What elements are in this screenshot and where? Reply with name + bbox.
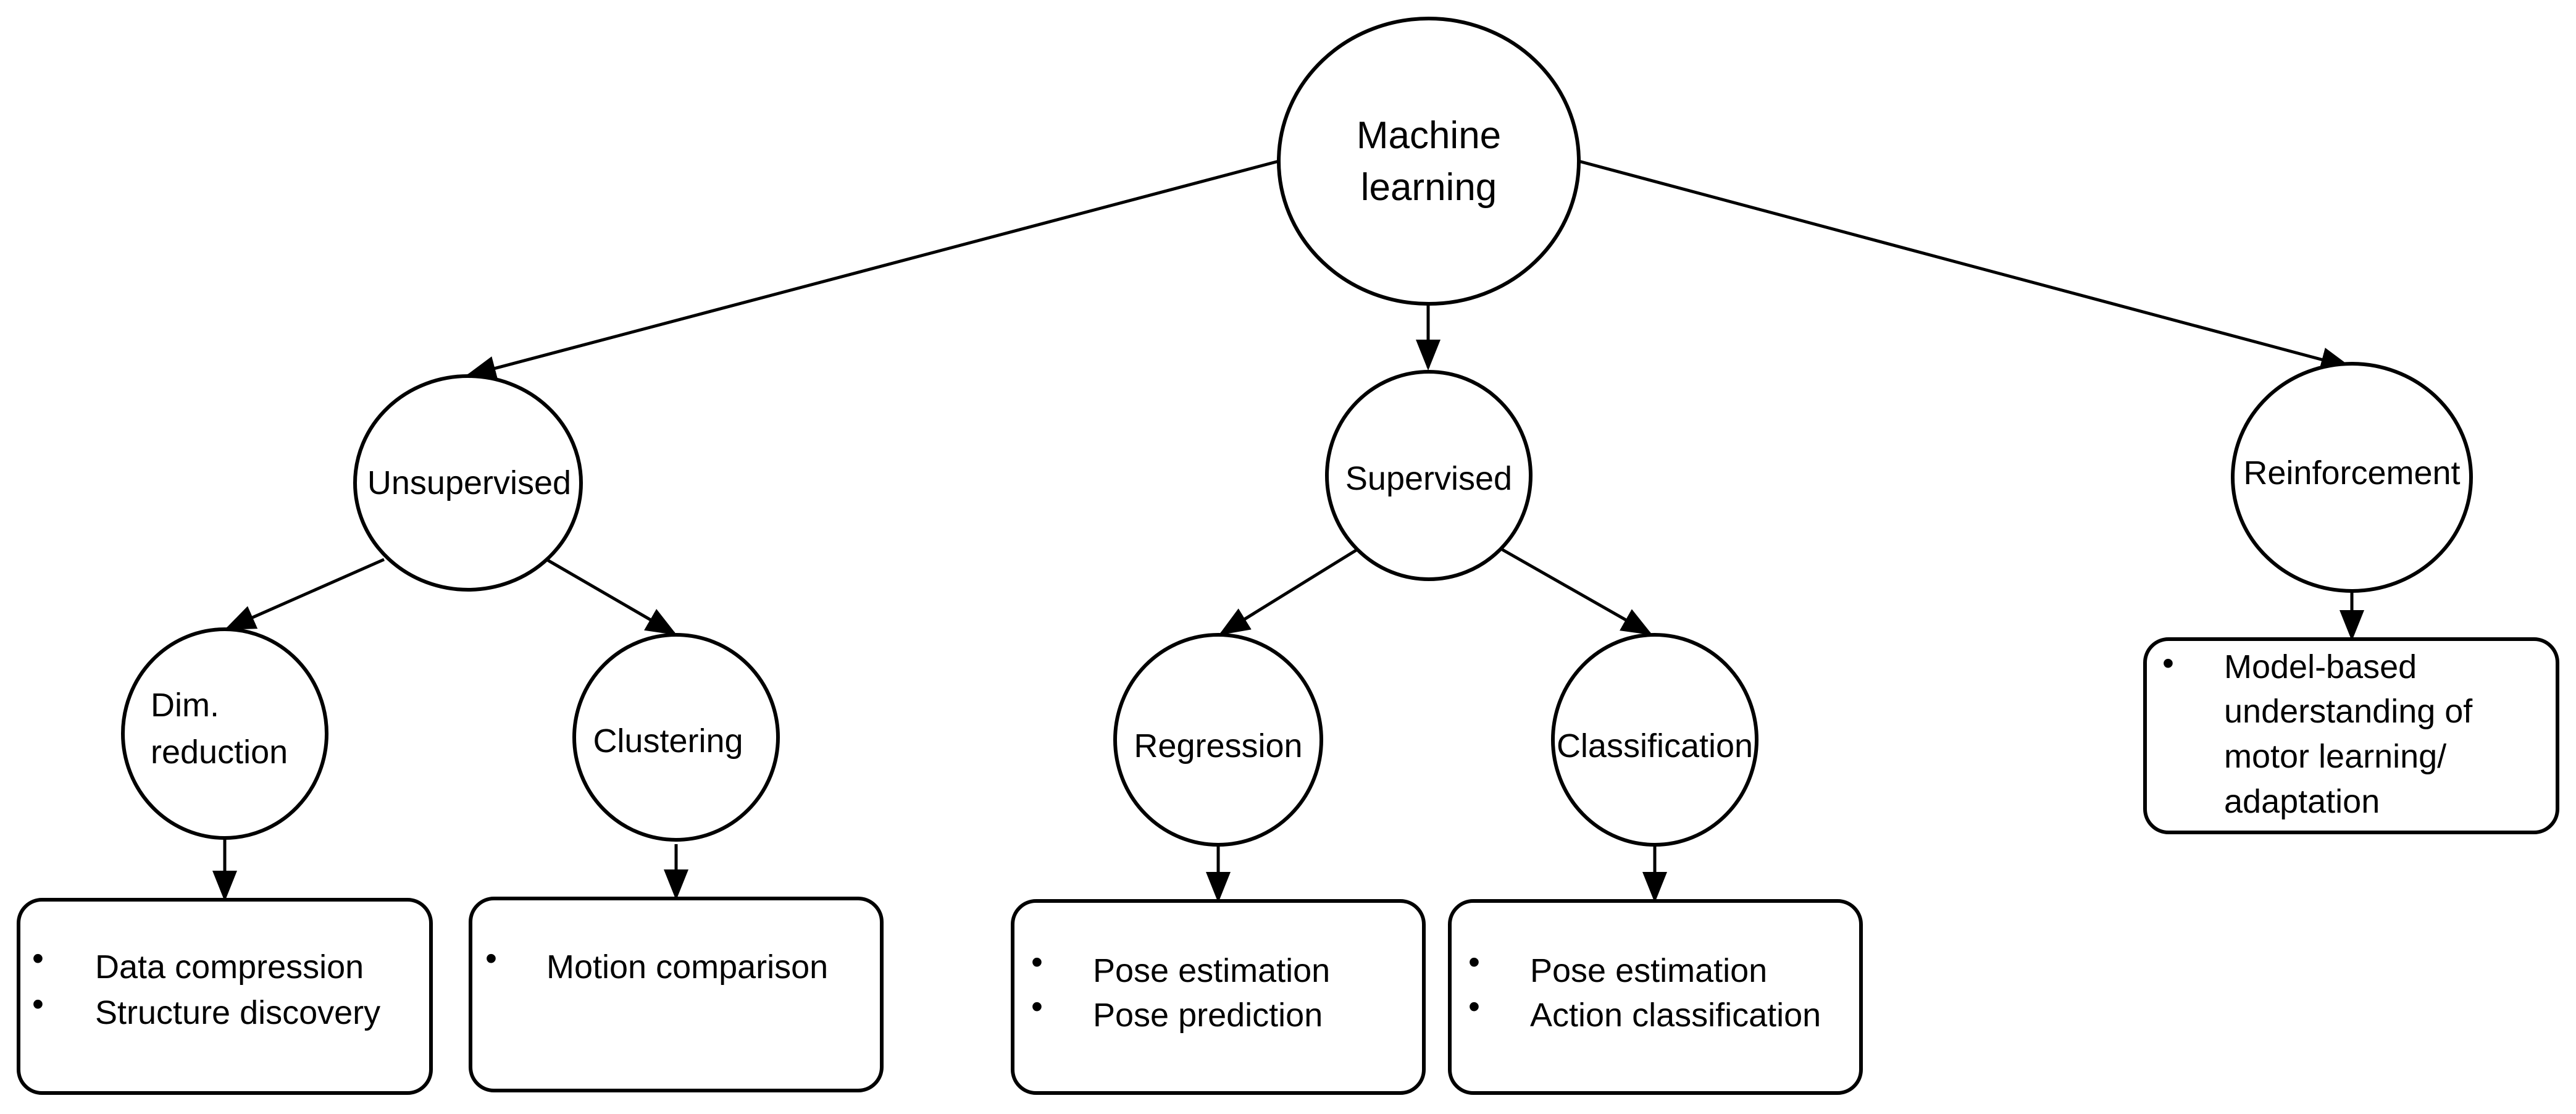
node-supervised: Supervised [1325,370,1533,581]
unsupervised-label: Unsupervised [367,464,571,501]
node-reinforcement: Reinforcement [2231,362,2473,593]
machine-learning-label-line1: Machine [1357,114,1501,157]
dim-reduction-bullet-symbol-2: • [32,986,44,1023]
clustering-label: Clustering [593,722,743,760]
edge-root-unsupervised [465,159,1279,380]
regression-bullet-symbol-2: • [1031,988,1043,1025]
box-regression: • Pose estimation • Pose prediction [1011,899,1426,1095]
dim-reduction-bullet-symbol-1: • [32,940,44,977]
unsupervised-circle [353,374,583,592]
classification-item-2: Action classification [1530,997,1821,1034]
reinforcement-box [2143,637,2559,834]
dim-reduction-item-1: Data compression [95,949,364,986]
machine-learning-label-line2: learning [1361,166,1497,209]
regression-bullet-symbol-1: • [1031,944,1043,981]
reinforcement-item-line-4: adaptation [2224,783,2380,820]
classification-item-1: Pose estimation [1530,952,1767,989]
edge-root-reinforcement [1578,159,2352,372]
reinforcement-item-line-3: motor learning/ [2224,738,2446,775]
supervised-label: Supervised [1345,460,1512,497]
regression-label: Regression [1134,727,1302,764]
edge-unsupervised-dimreduction [224,558,385,630]
box-clustering: • Motion comparison [469,897,884,1092]
node-clustering: Clustering [572,633,780,842]
box-classification: • Pose estimation • Action classificatio… [1448,899,1863,1095]
regression-item-2: Pose prediction [1093,997,1323,1034]
classification-bullet-symbol-2: • [1468,988,1480,1025]
reinforcement-item-line-1: Model-based [2224,648,2417,685]
regression-box [1011,899,1426,1095]
reinforcement-circle [2231,362,2473,593]
node-classification: Classification [1551,633,1758,847]
edge-unsupervised-clustering [545,558,677,635]
dim-reduction-label-line1: Dim. [151,687,219,724]
clustering-item-1: Motion comparison [546,949,828,986]
edge-supervised-regression [1218,548,1358,635]
regression-circle [1113,633,1323,847]
edges [212,159,2364,903]
reinforcement-bullet-symbol-1: • [2162,645,2174,682]
box-reinforcement: • Model-based understanding of motor lea… [2143,637,2559,834]
node-machine-learning: Machine learning [1277,17,1581,306]
classification-label: Classification [1557,727,1753,764]
node-unsupervised: Unsupervised [353,374,583,592]
machine-learning-circle [1277,17,1581,306]
dim-reduction-label-line2: reduction [151,734,288,771]
node-regression: Regression [1113,633,1323,847]
node-dim-reduction: Dim. reduction [121,627,328,840]
classification-box [1448,899,1863,1095]
reinforcement-item-line-2: understanding of [2224,693,2473,730]
clustering-box [469,897,884,1092]
dim-reduction-item-2: Structure discovery [95,994,380,1031]
box-dim-reduction: • Data compression • Structure discovery [17,898,433,1095]
clustering-circle [572,633,780,842]
reinforcement-label: Reinforcement [2243,454,2460,492]
regression-item-1: Pose estimation [1093,952,1330,989]
dim-reduction-circle [121,627,328,840]
classification-circle [1551,633,1758,847]
supervised-circle [1325,370,1533,581]
edge-supervised-classification [1501,548,1653,635]
clustering-bullet-symbol-1: • [485,940,497,977]
dim-reduction-box [17,898,433,1095]
classification-bullet-symbol-1: • [1468,944,1480,981]
